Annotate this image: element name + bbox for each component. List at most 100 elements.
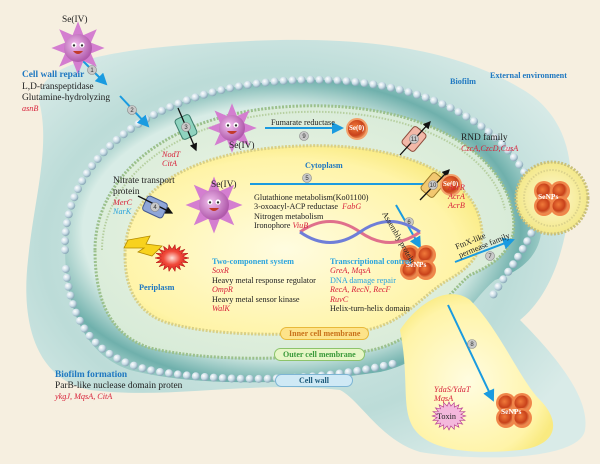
wall-bead [438, 100, 447, 109]
wall-bead [353, 366, 362, 375]
membrane-vesicle [514, 160, 590, 236]
metabolism-list: Glutathione metabolism(Ko01100) 3-oxoacy… [254, 193, 369, 231]
wall-bead [378, 81, 387, 90]
wall-bead [147, 366, 156, 375]
arrow-step-7 [454, 237, 515, 263]
metabolism-item: Nitrogen metabolism [254, 211, 324, 221]
fumarate-reductase-label: Fumarate reductase [271, 118, 335, 127]
label-external-environment: External environment [490, 71, 567, 80]
wall-bead [75, 316, 84, 325]
biofilm-formation-title: Biofilm formation [55, 370, 128, 380]
transporter-3-gene: NodT [162, 150, 181, 159]
wall-bead [430, 96, 439, 105]
wall-bead [263, 374, 272, 383]
wall-bead [261, 78, 270, 87]
wall-bead [518, 245, 527, 254]
wall-bead [62, 273, 71, 282]
wall-bead [227, 374, 236, 383]
wall-bead [477, 122, 486, 131]
label-outer-membrane: Outer cell membrane [274, 348, 365, 361]
wall-bead [515, 160, 524, 169]
wall-bead [236, 374, 245, 383]
toxin-label: Toxin [437, 412, 456, 421]
transporter-10-gene: AcrB [448, 201, 465, 210]
svg-text:8: 8 [470, 342, 474, 348]
se0-particle [440, 174, 462, 196]
nitrate-transport-title: Nitrate transport [113, 176, 175, 186]
se-iv-label: Se(IV) [229, 141, 255, 151]
two-component-title: Two-component system [212, 257, 294, 266]
wall-bead [66, 291, 75, 300]
wall-bead [70, 193, 79, 202]
wall-bead [369, 80, 378, 89]
wall-bead [182, 371, 191, 380]
two-component-system: Two-component system SoxR Heavy metal re… [212, 257, 316, 314]
se-iv-particles [51, 21, 257, 234]
wall-bead [504, 267, 513, 276]
svg-text:1: 1 [90, 68, 94, 74]
senps-clusters [400, 181, 570, 428]
transcriptional-control-title: Transcriptional control [330, 257, 412, 266]
wall-bead [245, 374, 254, 383]
toxin-icon [431, 401, 467, 431]
wall-bead [73, 184, 82, 193]
wall-bead [218, 374, 227, 383]
wall-bead [158, 106, 167, 115]
se-iv-virus [207, 103, 257, 153]
wall-bead [106, 141, 115, 150]
wall-bead [217, 86, 226, 95]
wall-bead [379, 361, 388, 370]
wall-bead [404, 88, 413, 97]
wall-bead [509, 153, 518, 162]
rnd-family-label: RND family [461, 133, 508, 143]
wall-bead [484, 127, 493, 136]
two-component-gene: WalK [212, 304, 230, 314]
toxin-gene: YdaS/YdaT [434, 385, 471, 394]
rnd-family-genes: CzcA,CzcD,CusA [461, 144, 519, 153]
wall-bead [61, 228, 70, 237]
wall-bead [191, 93, 200, 102]
metabolism-item: Ironophore ViuB [254, 221, 309, 231]
wall-bead [254, 374, 263, 383]
biofilm-formation-line: ParB-like nuclease domain proten [55, 381, 183, 391]
wall-bead [156, 368, 165, 377]
wall-bead [93, 154, 102, 163]
label-cell-wall: Cell wall [275, 374, 353, 387]
transcription-dna-repair: Transcriptional control GreA, MqsA DNA d… [330, 257, 411, 314]
wall-bead [252, 79, 261, 88]
wall-bead [446, 103, 455, 112]
step-badge-8: 8 [467, 339, 477, 349]
wall-bead [61, 264, 70, 273]
wall-bead [527, 229, 536, 238]
wall-bead [64, 210, 73, 219]
wall-bead [121, 358, 130, 367]
wall-bead [182, 96, 191, 105]
senps-label: SeNPs [406, 260, 427, 269]
wall-bead [509, 260, 518, 269]
wall-bead [388, 359, 397, 368]
wall-bead [78, 177, 87, 186]
wall-bead [113, 354, 122, 363]
wall-bead [98, 344, 107, 353]
transporter-3-gene: CitA [162, 159, 178, 168]
toxin-gene: MqsA [434, 394, 454, 403]
wall-bead [88, 161, 97, 170]
wall-bead [279, 76, 288, 85]
wall-bead [126, 124, 135, 133]
two-component-gene: OmpR [212, 285, 233, 295]
wall-bead [119, 130, 128, 139]
se-iv-label: Se(IV) [62, 15, 88, 25]
cell-wall-repair-line: Glutamine-hydrolyzing [22, 93, 111, 103]
senps-cluster [400, 245, 436, 280]
wall-bead [85, 331, 94, 340]
wall-bead [315, 75, 324, 84]
step-badge-3: 3 [181, 122, 191, 132]
wall-bead [514, 252, 523, 261]
step-badge-1: 1 [87, 65, 97, 75]
wall-bead [69, 300, 78, 309]
wall-bead [297, 75, 306, 84]
label-biofilm: Biofilm [450, 77, 476, 86]
wall-bead [360, 79, 369, 88]
dna-repair-domain: Helix-turn-helix domain [330, 304, 410, 314]
